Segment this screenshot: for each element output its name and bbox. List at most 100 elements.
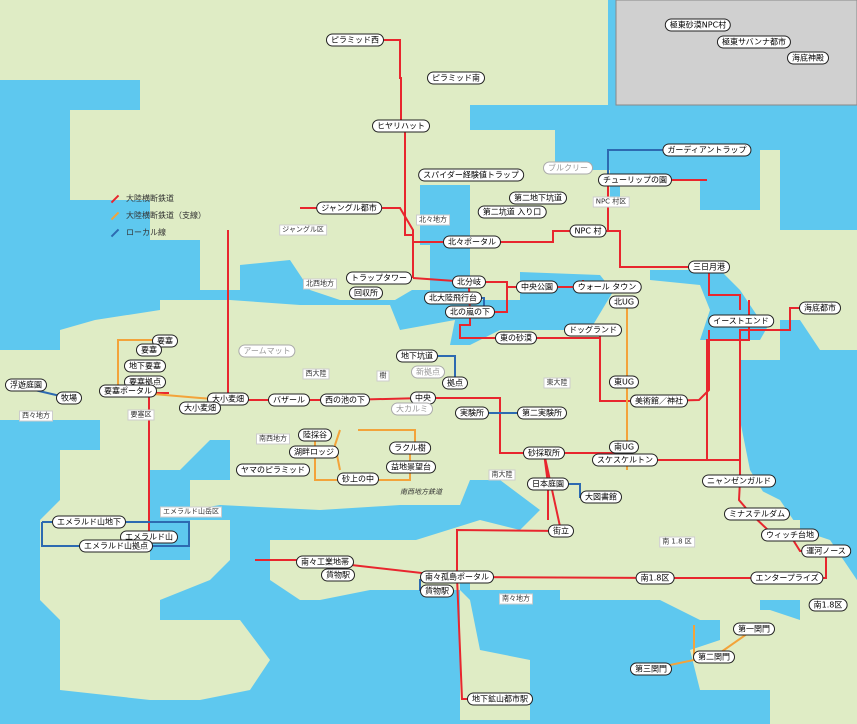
station-nishinoike[interactable]: 西の池の下 (320, 393, 370, 407)
station-unga[interactable]: 運河ノース (801, 544, 851, 558)
area-label-jungle-ku: ジャングル区 (279, 224, 327, 236)
station-east-end[interactable]: イーストエンド (708, 314, 774, 328)
legend-local-label: ローカル線 (126, 228, 166, 237)
station-kohan[interactable]: 湖畔ロッジ (289, 445, 339, 459)
station-gate2[interactable]: 第二関門 (693, 650, 735, 664)
station-nannan-portal[interactable]: 南々孤島ポータル (420, 570, 494, 584)
station-mine2-entrance[interactable]: 第二坑道 入り口 (477, 205, 547, 219)
station-recovery[interactable]: 回収所 (349, 286, 383, 300)
station-omugibatake2[interactable]: 大小麦畑 (179, 401, 221, 415)
legend-local-swatch (110, 228, 120, 237)
station-far-savanna[interactable]: 極東サバンナ都市 (716, 35, 792, 49)
area-label-yosai-ku: 要塞区 (127, 409, 155, 421)
legend-branch-swatch (110, 211, 120, 220)
station-sunanoue[interactable]: 砂上の中 (337, 472, 379, 486)
station-north-ug[interactable]: 北UG (608, 295, 640, 309)
station-mine2[interactable]: 第二地下坑道 (509, 191, 567, 205)
station-kitabunki[interactable]: 北分岐 (452, 275, 486, 289)
station-jungle-city[interactable]: ジャングル都市 (316, 201, 382, 215)
station-higashi-sabaku[interactable]: 東の砂漠 (495, 331, 537, 345)
area-label-seishu-chiho: 西々地方 (19, 410, 53, 422)
station-nyanzen[interactable]: ニャンゼンガルド (702, 474, 776, 488)
station-yosai2[interactable]: 要塞 (136, 343, 162, 357)
station-kyoten[interactable]: 拠点 (442, 376, 468, 390)
station-mikazuki[interactable]: 三日月港 (688, 260, 730, 274)
station-labyrinth[interactable]: ラクル樹 (389, 441, 431, 455)
station-daitoshokan[interactable]: 大図書館 (580, 490, 622, 504)
station-emerald-kyoten[interactable]: エメラルド山拠点 (79, 539, 153, 553)
station-bazaar[interactable]: バザール (268, 393, 310, 407)
station-pyramid-south[interactable]: ピラミッド南 (427, 71, 485, 85)
station-south-1[interactable]: 南1.8区 (808, 598, 848, 612)
legend-main: 大陸横断鉄道 (110, 190, 206, 207)
station-wall-town[interactable]: ウォール タウン (572, 280, 642, 294)
station-seabed-city[interactable]: 海底都市 (799, 301, 841, 315)
station-skeleton[interactable]: スケスケルトン (592, 453, 658, 467)
station-emerald-chika[interactable]: エメラルド山地下 (52, 515, 126, 529)
station-spider-trap[interactable]: スパイダー経験値トラップ (418, 168, 524, 182)
area-label-nannan-chiho: 南々地方 (499, 593, 533, 605)
station-sand-tower[interactable]: 益地景望台 (386, 460, 436, 474)
station-central-park[interactable]: 中央公園 (516, 280, 558, 294)
station-npc-village[interactable]: NPC 村 (569, 224, 607, 238)
station-trap-tower[interactable]: トラップタワー (346, 271, 412, 285)
land-east-coast (720, 230, 857, 350)
station-minastel[interactable]: ミナステルダム (724, 507, 790, 521)
area-label-kitakita-chiho: 北々地方 (416, 214, 450, 226)
station-chijo-kodo[interactable]: 地下坑道 (396, 349, 438, 363)
station-east-ug[interactable]: 東UG (608, 375, 640, 389)
station-kitanoarashi[interactable]: 北の嵐の下 (445, 305, 495, 319)
station-yama-pyramid[interactable]: ヤマのピラミッド (236, 463, 310, 477)
legend-main-label: 大陸横断鉄道 (126, 194, 174, 203)
station-dogland[interactable]: ドッグランド (564, 323, 622, 337)
station-guardian[interactable]: ガーディアントラップ (662, 143, 752, 157)
station-sakaidani[interactable]: 陸採谷 (298, 428, 332, 442)
station-airfield[interactable]: 北大陸飛行台 (424, 291, 482, 305)
station-kamotsu2[interactable]: 貨物駅 (420, 584, 454, 598)
area-label-npc-village-ku: NPC 村区 (592, 196, 630, 208)
area-label-emerald-ku: エメラルド山岳区 (160, 506, 222, 518)
legend-main-swatch (110, 194, 120, 203)
area-label-nansei-chiho: 南西地方 (256, 433, 290, 445)
station-nannan-industrial[interactable]: 南々工業地帯 (296, 555, 354, 569)
station-far-npc[interactable]: 極東砂漠NPC村 (664, 18, 732, 32)
area-label-nishi-tairiku: 西大陸 (302, 368, 330, 380)
area-label-minami-1-8-ku: 南 1.8 区 (659, 536, 695, 548)
station-daikairei[interactable]: 大カルミ (391, 402, 433, 416)
station-jikkenjo[interactable]: 実験所 (455, 406, 489, 420)
station-pyramid-west[interactable]: ピラミッド西 (326, 33, 384, 47)
station-shinkyoten[interactable]: 新拠点 (411, 365, 445, 379)
station-south-ug[interactable]: 南UG (608, 440, 640, 454)
station-underground-city[interactable]: 地下鉱山都市駅 (467, 692, 533, 706)
station-sajutsu[interactable]: 砂採取所 (523, 446, 565, 460)
land-southeast (620, 460, 857, 724)
legend-local: ローカル線 (110, 224, 206, 241)
station-ukishima[interactable]: 浮遊庭園 (5, 378, 47, 392)
station-hiyari-hat[interactable]: ヒヤリハット (372, 119, 430, 133)
station-dainijikken[interactable]: 第二実験所 (517, 406, 567, 420)
station-kamotsu[interactable]: 貨物駅 (321, 568, 355, 582)
station-gate1[interactable]: 第一関門 (733, 622, 775, 636)
branch-line-2 (333, 429, 341, 471)
legend-branch: 大陸横断鉄道（支線） (110, 207, 206, 224)
station-armatt[interactable]: アームマット (238, 344, 296, 358)
station-seabed-temple[interactable]: 海底神殿 (787, 51, 829, 65)
area-label-jyu: 樹 (376, 370, 390, 382)
station-kitakita-portal[interactable]: 北々ポータル (443, 235, 501, 249)
station-yosai-portal[interactable]: 要塞ポータル (99, 384, 157, 398)
station-machidate[interactable]: 街立 (548, 524, 574, 538)
station-gate3[interactable]: 第三関門 (630, 662, 672, 676)
station-underground-yosai[interactable]: 地下要塞 (124, 359, 166, 373)
station-museum[interactable]: 美術館／神社 (630, 394, 688, 408)
station-enterprise[interactable]: エンタープライズ (750, 571, 824, 585)
station-nihon-teien[interactable]: 日本庭園 (527, 477, 569, 491)
station-bokujo[interactable]: 牧場 (56, 391, 82, 405)
station-bluely[interactable]: ブルクリー (543, 161, 593, 175)
land-north-islet (270, 110, 350, 150)
land-middle (60, 280, 820, 620)
area-label-higashi-tairiku: 東大陸 (543, 377, 571, 389)
station-tulip[interactable]: チューリップの園 (598, 173, 672, 187)
station-witch[interactable]: ウィッチ台地 (761, 528, 819, 542)
station-south-1-8[interactable]: 南1.8区 (635, 571, 675, 585)
